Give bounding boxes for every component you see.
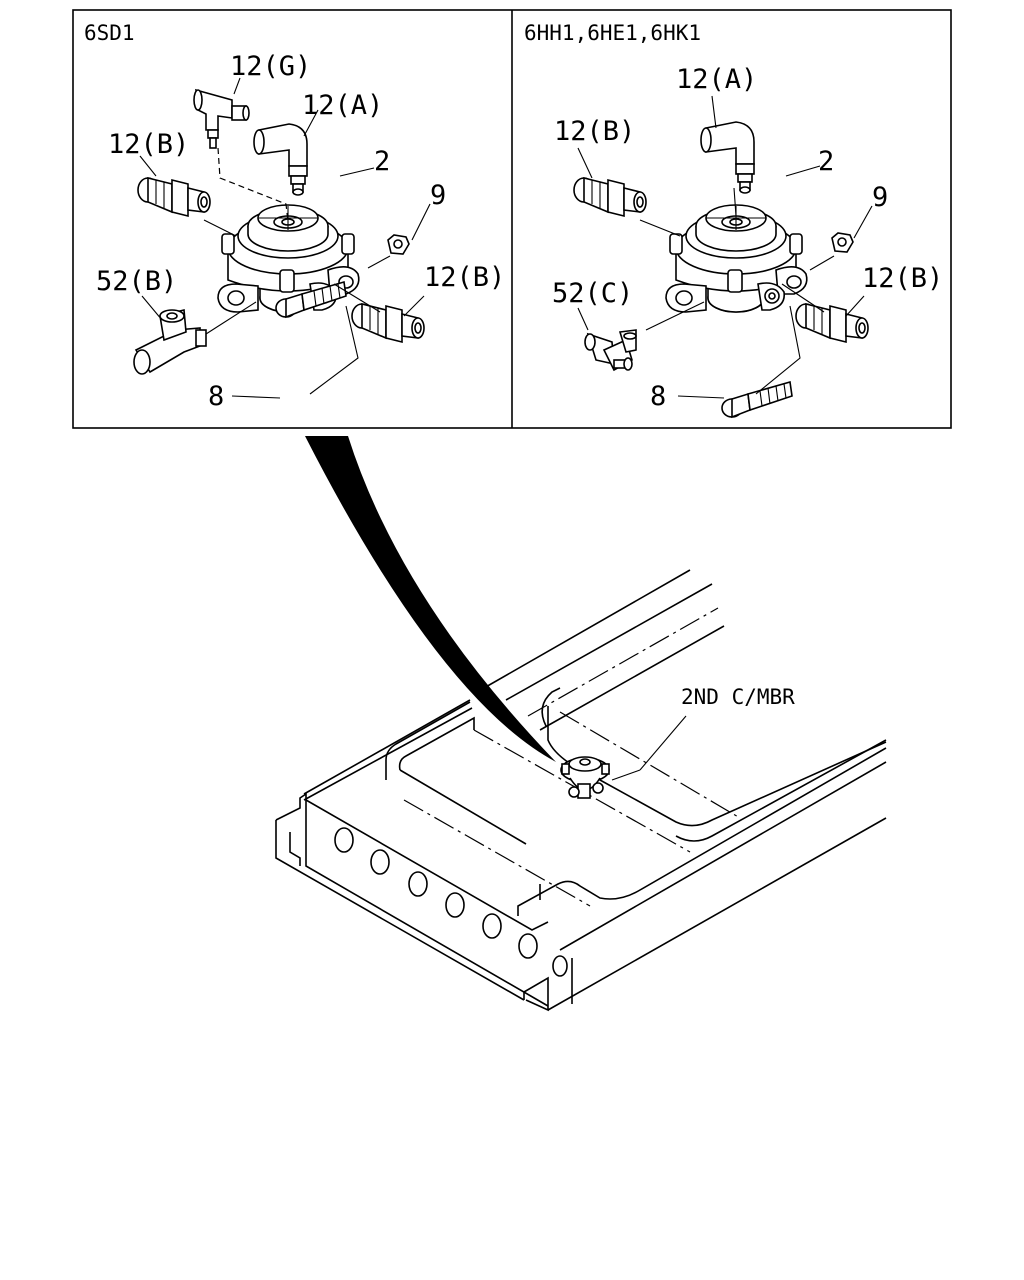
detail-pointer [305, 436, 556, 762]
panel-left-title: 6SD1 [84, 21, 135, 45]
elbow-52c [584, 329, 637, 372]
bolt-8-right [721, 381, 793, 418]
elbow-fitting-12a [253, 123, 308, 196]
fitting-12b-right-right [795, 303, 869, 343]
callout-52c: 52(C) [552, 278, 633, 309]
callout-12b-top-right: 12(B) [554, 116, 635, 147]
callout-2: 2 [374, 146, 390, 177]
chassis-frame: 2ND C/MBR [275, 569, 887, 1012]
callout-12a: 12(A) [302, 90, 383, 121]
fitting-12b-top-right [573, 177, 647, 217]
mounted-valve [560, 756, 610, 799]
fitting-12b-top [137, 177, 211, 217]
detail-panels [72, 9, 952, 429]
callout-12a-right: 12(A) [676, 64, 757, 95]
callout-8-right: 8 [650, 381, 666, 412]
callout-12g: 12(G) [230, 51, 311, 82]
panel-left: 6SD1 [84, 21, 505, 412]
callout-2-right: 2 [818, 146, 834, 177]
fitting-12b-right [351, 303, 425, 343]
valve-part-right [665, 204, 808, 313]
callout-12b-right: 12(B) [424, 262, 505, 293]
panel-right-title: 6HH1,6HE1,6HK1 [524, 21, 701, 45]
tee-52b [133, 308, 207, 375]
nut-9-right [831, 232, 854, 253]
callout-12b-right-right: 12(B) [862, 263, 943, 294]
callout-12b-top: 12(B) [108, 129, 189, 160]
elbow-fitting-12a-right [700, 121, 755, 194]
panel-right: 6HH1,6HE1,6HK1 12(A) 12(B) [524, 21, 943, 418]
callout-9-right: 9 [872, 182, 888, 213]
callout-8: 8 [208, 381, 224, 412]
tee-fitting-12g [193, 88, 250, 149]
callout-52b: 52(B) [96, 266, 177, 297]
member-label: 2ND C/MBR [681, 685, 795, 709]
callout-9: 9 [430, 180, 446, 211]
nut-9 [387, 234, 410, 255]
